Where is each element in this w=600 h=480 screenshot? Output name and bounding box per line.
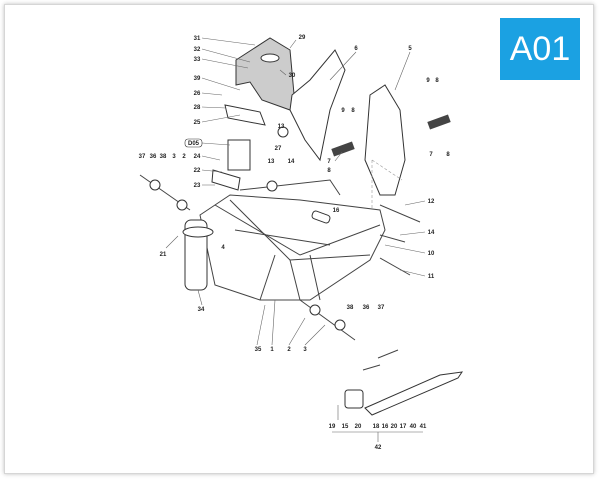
callout-10: 10 [428,251,435,257]
footpeg-left [331,141,355,157]
callout-38: 38 [347,305,354,311]
callout-36: 36 [363,305,370,311]
callout-3: 3 [303,347,307,353]
callout-33: 33 [194,57,201,63]
callout-27: 27 [275,146,282,152]
callout-30: 30 [289,73,296,79]
steering-stem [227,139,251,171]
callout-8: 8 [435,78,439,84]
callout-35: 35 [255,347,262,353]
callout-38: 38 [160,154,167,160]
main-frame [182,179,386,301]
callout-20: 20 [391,424,398,430]
callout-8: 8 [351,108,355,114]
bracket-right [364,84,406,196]
callout-5: 5 [408,46,412,52]
callout-24: 24 [194,154,201,160]
callout-32: 32 [194,47,201,53]
callout-8: 8 [327,168,331,174]
callout-19: 19 [329,424,336,430]
callout-16: 16 [382,424,389,430]
callout-13: 13 [278,124,285,130]
callout-22: 22 [194,168,201,174]
callout-42: 42 [375,445,382,451]
callout-11: 11 [428,274,435,280]
callout-34: 34 [198,307,205,313]
footpeg-right [427,114,451,130]
callout-1: 1 [270,347,274,353]
callout-7: 7 [327,159,331,165]
callout-2: 2 [287,347,291,353]
part-labels: 31 32 33 29 30 6 5 39 26 28 25 D05 27 13… [139,35,451,451]
leader-lines [165,37,426,442]
callout-21: 21 [160,252,167,258]
callout-26: 26 [194,91,201,97]
lower-clamp [211,169,241,191]
callout-6: 6 [354,46,358,52]
upper-clamp [224,104,266,126]
callout-2: 2 [182,154,186,160]
callout-4: 4 [221,245,225,251]
callout-14: 14 [288,159,295,165]
callout-8: 8 [446,152,450,158]
bracket-left [289,49,346,162]
callout-20: 20 [355,424,362,430]
callout-9: 9 [426,78,430,84]
side-stand [344,349,464,416]
callout-18: 18 [373,424,380,430]
callout-9: 9 [341,108,345,114]
cover-plate [235,37,296,111]
bolts [139,126,421,341]
diagram-code-badge: A01 [500,18,580,80]
callout-37: 37 [139,154,146,160]
callout-13: 13 [268,159,275,165]
callout-17: 17 [400,424,407,430]
callout-16: 16 [333,208,340,214]
callout-40: 40 [410,424,417,430]
plate-grommet [260,53,280,63]
callout-d05: D05 [188,141,200,147]
callout-15: 15 [342,424,349,430]
callout-14: 14 [428,230,435,236]
callout-28: 28 [194,105,201,111]
callout-29: 29 [299,35,306,41]
callout-37: 37 [378,305,385,311]
steering-head [184,219,208,291]
callout-12: 12 [428,199,435,205]
callout-d05-box [184,138,203,148]
diagram-frame [4,4,594,474]
callout-25: 25 [194,120,201,126]
callout-7: 7 [429,152,433,158]
steering-head-bearing [182,226,214,238]
callout-39: 39 [194,76,201,82]
callout-3: 3 [172,154,176,160]
callout-36: 36 [150,154,157,160]
callout-41: 41 [420,424,427,430]
callout-31: 31 [194,36,201,42]
callout-23: 23 [194,183,201,189]
